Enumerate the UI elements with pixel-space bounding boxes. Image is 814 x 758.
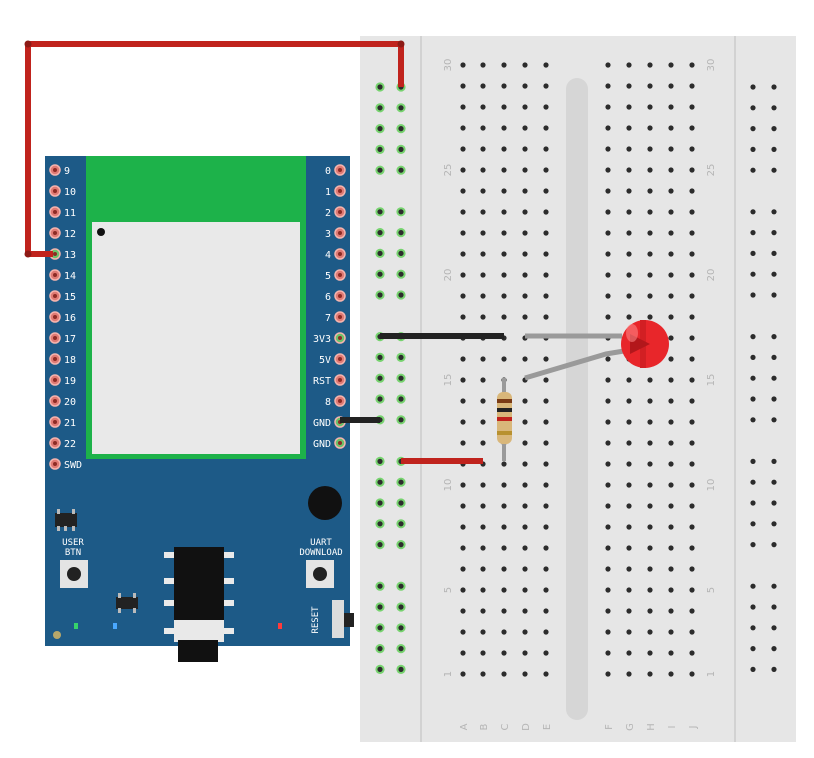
uart-label-1: UART (310, 538, 332, 548)
right-pin-label: 7 (325, 313, 331, 324)
column-letter-label: G (625, 723, 636, 731)
mounting-hole (308, 486, 342, 520)
left-pin-label: 12 (64, 229, 76, 240)
breadboard-rail-divider-left (420, 36, 422, 742)
fiducial (53, 631, 61, 639)
breadboard-holes (375, 62, 777, 677)
user-btn-label-1: USER (62, 538, 84, 548)
row-number-label: 10 (706, 479, 717, 492)
right-pin-label: 5V (319, 355, 331, 366)
left-pin-label: 14 (64, 271, 76, 282)
right-pin-label: 0 (325, 166, 331, 177)
right-pin-label: 3 (325, 229, 331, 240)
user-button-cap (67, 567, 81, 581)
left-pin-label: SWD (64, 460, 82, 471)
module-shield (92, 222, 300, 454)
uart-label-2: DOWNLOAD (299, 548, 342, 558)
transistor-chip-1 (55, 513, 77, 527)
column-letter-label: A (459, 723, 470, 730)
right-pin-label: GND (313, 439, 331, 450)
usb-connector (164, 547, 234, 662)
left-pin-label: 19 (64, 376, 76, 387)
left-pin-label: 20 (64, 397, 76, 408)
row-number-label: 25 (706, 164, 717, 177)
status-led-green (74, 623, 78, 629)
left-pin-label: 22 (64, 439, 76, 450)
left-pin-label: 13 (64, 250, 76, 261)
left-pin-label: 18 (64, 355, 76, 366)
column-letter-label: E (542, 724, 553, 730)
transistor-chip-2 (116, 597, 138, 609)
row-number-label: 30 (443, 59, 454, 72)
right-pin-label: 4 (325, 250, 331, 261)
right-pin-label: RST (313, 376, 331, 387)
left-pin-label: 10 (64, 187, 76, 198)
breadboard-labels: 30 30 25 25 20 20 15 15 10 10 5 5 1 1A B C D E F G H I J (443, 59, 717, 731)
left-pin-label: 21 (64, 418, 76, 429)
right-pin-label: GND (313, 418, 331, 429)
right-pin-label: 3V3 (313, 334, 331, 345)
reset-button (332, 600, 344, 638)
left-pin-label: 15 (64, 292, 76, 303)
resistor (497, 378, 512, 461)
reset-button-cap (344, 613, 354, 627)
column-letter-label: C (500, 723, 511, 730)
left-pin-label: 11 (64, 208, 76, 219)
column-letter-label: B (479, 723, 490, 730)
row-number-label: 1 (706, 671, 717, 677)
column-letter-label: F (604, 724, 615, 730)
user-btn-label-2: BTN (65, 548, 81, 558)
left-pin-label: 9 (64, 166, 70, 177)
right-pin-label: 1 (325, 187, 331, 198)
right-pin-label: 8 (325, 397, 331, 408)
led (524, 320, 669, 381)
row-number-label: 25 (443, 164, 454, 177)
row-number-label: 15 (443, 374, 454, 387)
status-led-red (278, 623, 282, 629)
row-number-label: 30 (706, 59, 717, 72)
row-number-label: 20 (706, 269, 717, 282)
breadboard-center-channel (566, 78, 588, 720)
left-pin-label: 16 (64, 313, 76, 324)
wires (24, 40, 504, 464)
breadboard: 30 30 25 25 20 20 15 15 10 10 5 5 1 1A B C D E F G H I J (360, 36, 796, 742)
column-letter-label: J (688, 726, 699, 730)
column-letter-label: H (646, 723, 657, 731)
pin1-dot (97, 228, 105, 236)
reset-label: RESET (311, 606, 321, 634)
row-number-label: 10 (443, 479, 454, 492)
right-pin-label: 5 (325, 271, 331, 282)
left-pin-label: 17 (64, 334, 76, 345)
row-number-label: 5 (443, 587, 454, 593)
column-letter-label: D (521, 723, 532, 731)
right-pin-label: 6 (325, 292, 331, 303)
right-pin-label: 2 (325, 208, 331, 219)
breadboard-rail-divider-right (734, 36, 736, 742)
row-number-label: 1 (443, 671, 454, 677)
row-number-label: 20 (443, 269, 454, 282)
status-led-blue (113, 623, 117, 629)
row-number-label: 5 (706, 587, 717, 593)
column-letter-label: I (667, 726, 678, 729)
row-number-label: 15 (706, 374, 717, 387)
uart-button-cap (313, 567, 327, 581)
